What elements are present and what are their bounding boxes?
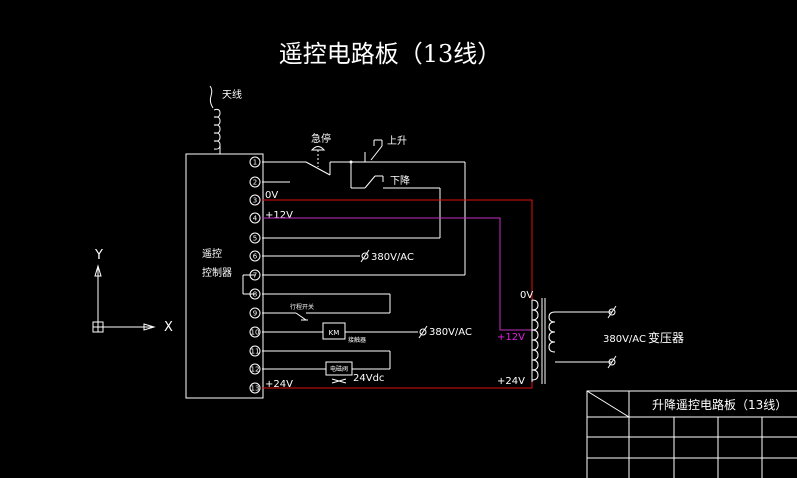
red-wire-0v [262,199,533,300]
estop-label: 急停 [311,132,331,145]
controller-label-2: 控制器 [202,266,232,279]
terminal-3 [249,194,261,206]
trans-24v-label: +24V [497,376,525,387]
limit-switch-label: 行程开关 [290,303,314,311]
contactor-label: 接触器 [348,336,366,344]
terminal-number: 1 [253,159,257,167]
controller-box [185,153,264,399]
terminal-11 [249,345,261,357]
terminal-number: 2 [253,179,257,187]
t3-label: 0V [265,190,278,201]
antenna-label: 天线 [222,88,242,101]
valve-voltage: 24Vdc [353,373,384,384]
magenta-wire-12v [262,217,532,331]
terminal-9 [249,307,261,319]
trans-name: 变压器 [648,330,684,345]
terminal-number: 3 [253,197,257,205]
trans-0v-label: 0V [520,290,533,301]
title-block [586,390,797,478]
terminal-number: 12 [251,366,260,374]
ac-label-6: 380V/AC [371,252,414,263]
terminal-12 [249,363,261,375]
trans-12v-label: +12V [497,332,525,343]
terminal-number: 10 [251,329,260,337]
red-wire-24v [262,382,533,389]
terminal-number: 13 [251,385,260,393]
terminal-number: 5 [253,235,257,243]
terminal-6 [249,250,261,262]
down-label: 下降 [390,174,410,187]
title-block-name: 升降遥控电路板（13线） [652,397,787,412]
terminal-number: 9 [253,310,257,318]
terminal-number: 6 [253,253,258,261]
transformer [531,298,617,384]
terminal-number: 11 [251,348,260,356]
axis-x-label: X [164,320,173,335]
trans-ac-label: 380V/AC [603,334,646,345]
antenna [209,85,221,154]
terminal-4 [249,212,261,224]
terminal-number: 4 [253,215,258,223]
t4-label: +12V [265,210,293,221]
valve-label: 电磁阀 [330,365,348,373]
estop-circuit [262,139,466,275]
controller-label-1: 遥控 [202,247,222,260]
up-label: 上升 [387,135,407,147]
t13-label: +24V [265,379,293,390]
ac-label-10: 380V/AC [429,327,472,338]
terminal-10 [249,326,261,338]
contactor-symbol: KM [329,329,340,337]
drawing-title: 遥控电路板（13线） [279,40,502,68]
terminal-13 [249,382,261,394]
ucs-axis-icon [92,264,156,333]
terminal-2 [249,176,261,188]
terminal-5 [249,232,261,244]
terminal-1 [249,156,261,168]
axis-y-label: Y [94,248,103,263]
